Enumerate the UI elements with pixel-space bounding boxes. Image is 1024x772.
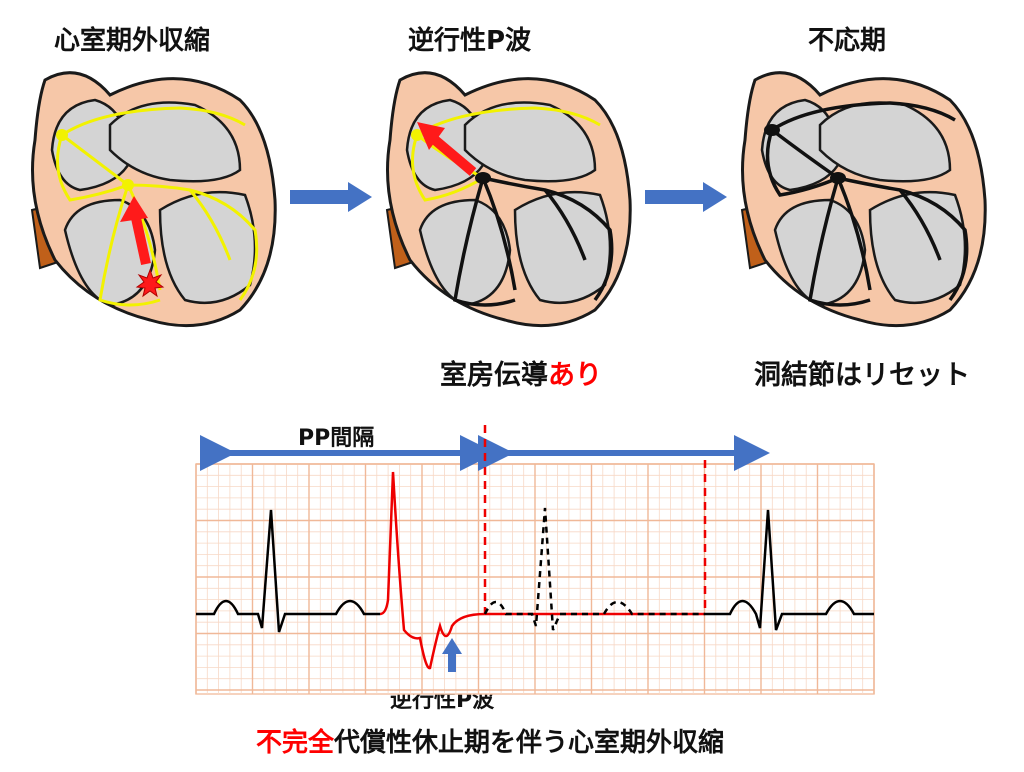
ecg-normal-beats-1 <box>196 509 380 633</box>
retro-conduction-arrow-shaft <box>131 216 151 266</box>
caption-va-conduction-highlight: あり <box>548 360 602 391</box>
heart-refractory <box>740 71 987 328</box>
panel-title-pvc: 心室期外収縮 <box>54 26 211 56</box>
ectopic-focus-icon <box>135 268 165 298</box>
panel-title-retrograde-p: 逆行性P波 <box>408 26 532 56</box>
caption-va-conduction-text: 室房伝導 <box>440 360 548 391</box>
retro-conduction-arrow-head <box>120 196 148 222</box>
left-atrium <box>108 101 242 183</box>
ecg-normal-beats-2 <box>705 509 874 631</box>
bottom-caption-highlight: 不完全 <box>256 728 335 758</box>
flow-arrow-2-head <box>703 182 727 212</box>
heart-retrograde <box>385 71 632 328</box>
panel-title-refractory: 不応期 <box>808 26 887 56</box>
flow-arrow-1-head <box>348 182 372 212</box>
sa-node <box>56 129 68 141</box>
caption-sinus-reset: 洞結節はリセット <box>754 360 970 391</box>
heart-pvc <box>30 71 277 328</box>
ecg-pvc-trace <box>379 471 705 670</box>
retro-p-arrow-head <box>442 638 462 654</box>
av-node <box>122 179 134 191</box>
conduction-paths <box>56 106 259 307</box>
ecg-expected-beat-dashed <box>483 507 705 631</box>
bottom-caption: 不完全代償性休止期を伴う心室期外収縮 <box>256 722 724 759</box>
caption-va-conduction: 室房伝導あり <box>440 353 602 392</box>
bottom-caption-text: 代償性休止期を伴う心室期外収縮 <box>334 728 725 758</box>
